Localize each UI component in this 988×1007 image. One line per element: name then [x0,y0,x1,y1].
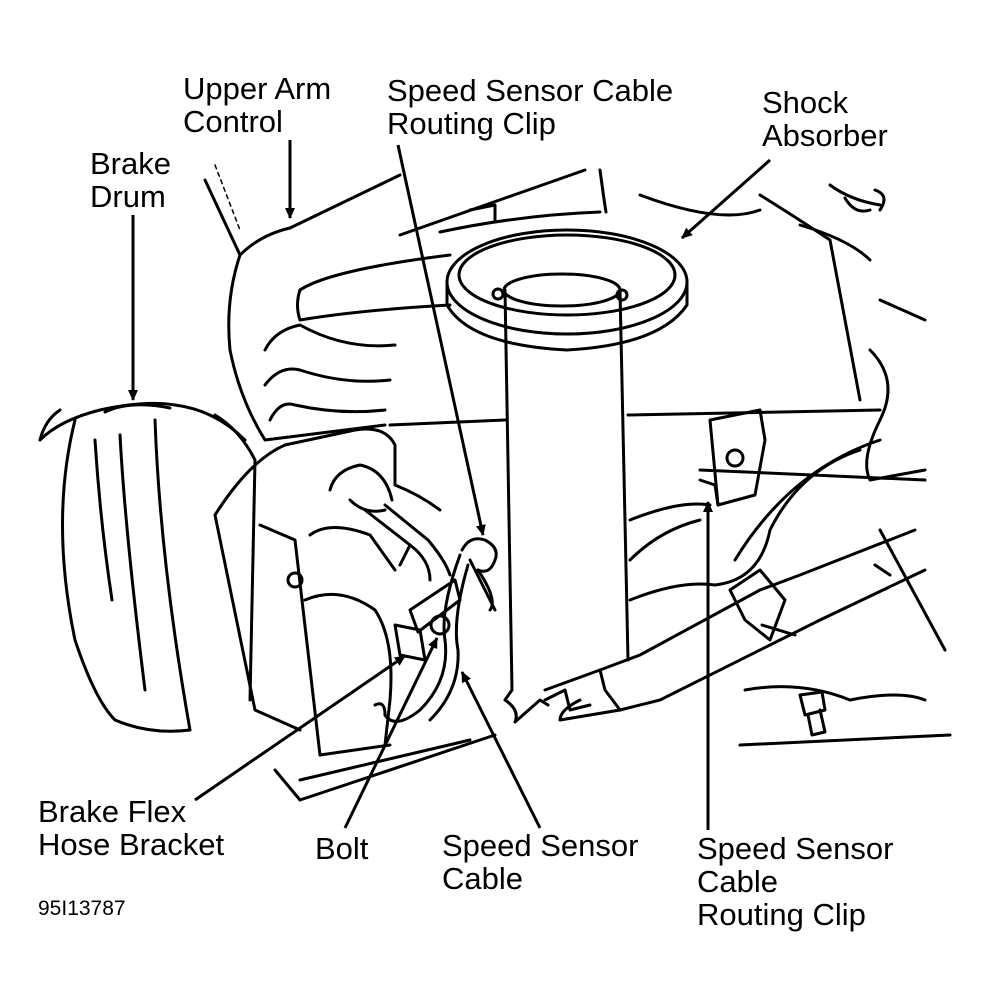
arrow-bolt [343,637,439,829]
brake-drum-shape [38,401,257,733]
label-speed-sensor-cable-routing-clip-top: Speed Sensor Cable Routing Clip [387,73,674,141]
label-brake-flex-hose-bracket: Brake Flex Hose Bracket [38,794,225,862]
arrow-routing-clip-top [396,144,486,536]
knuckle-shape [213,427,442,757]
label-upper-arm-control: Upper Arm Control [183,71,332,139]
label-speed-sensor-cable-routing-clip-bottom: Speed Sensor Cable Routing Clip [697,831,894,932]
brake-hose-shape [328,463,452,582]
spring-seat-shape [445,203,689,352]
shock-absorber-shape [491,272,630,724]
label-bolt: Bolt [315,831,369,866]
label-brake-drum: Brake Drum [90,146,171,214]
arrow-hose-bracket [194,654,406,802]
label-speed-sensor-cable: Speed Sensor Cable [442,828,639,896]
arrow-speed-sensor-cable [460,671,542,829]
routing-clip-shape [383,537,498,723]
arrow-shock-absorber [681,158,771,240]
sensor-cable-shape [628,408,882,602]
leader-lines [128,140,771,830]
label-shock-absorber: Shock Absorber [762,85,888,153]
lower-bolt-shape [798,690,827,737]
upper-control-arm-shape [203,164,452,442]
tie-rod-shape [543,528,927,722]
figure-code: 95I13787 [38,897,126,920]
